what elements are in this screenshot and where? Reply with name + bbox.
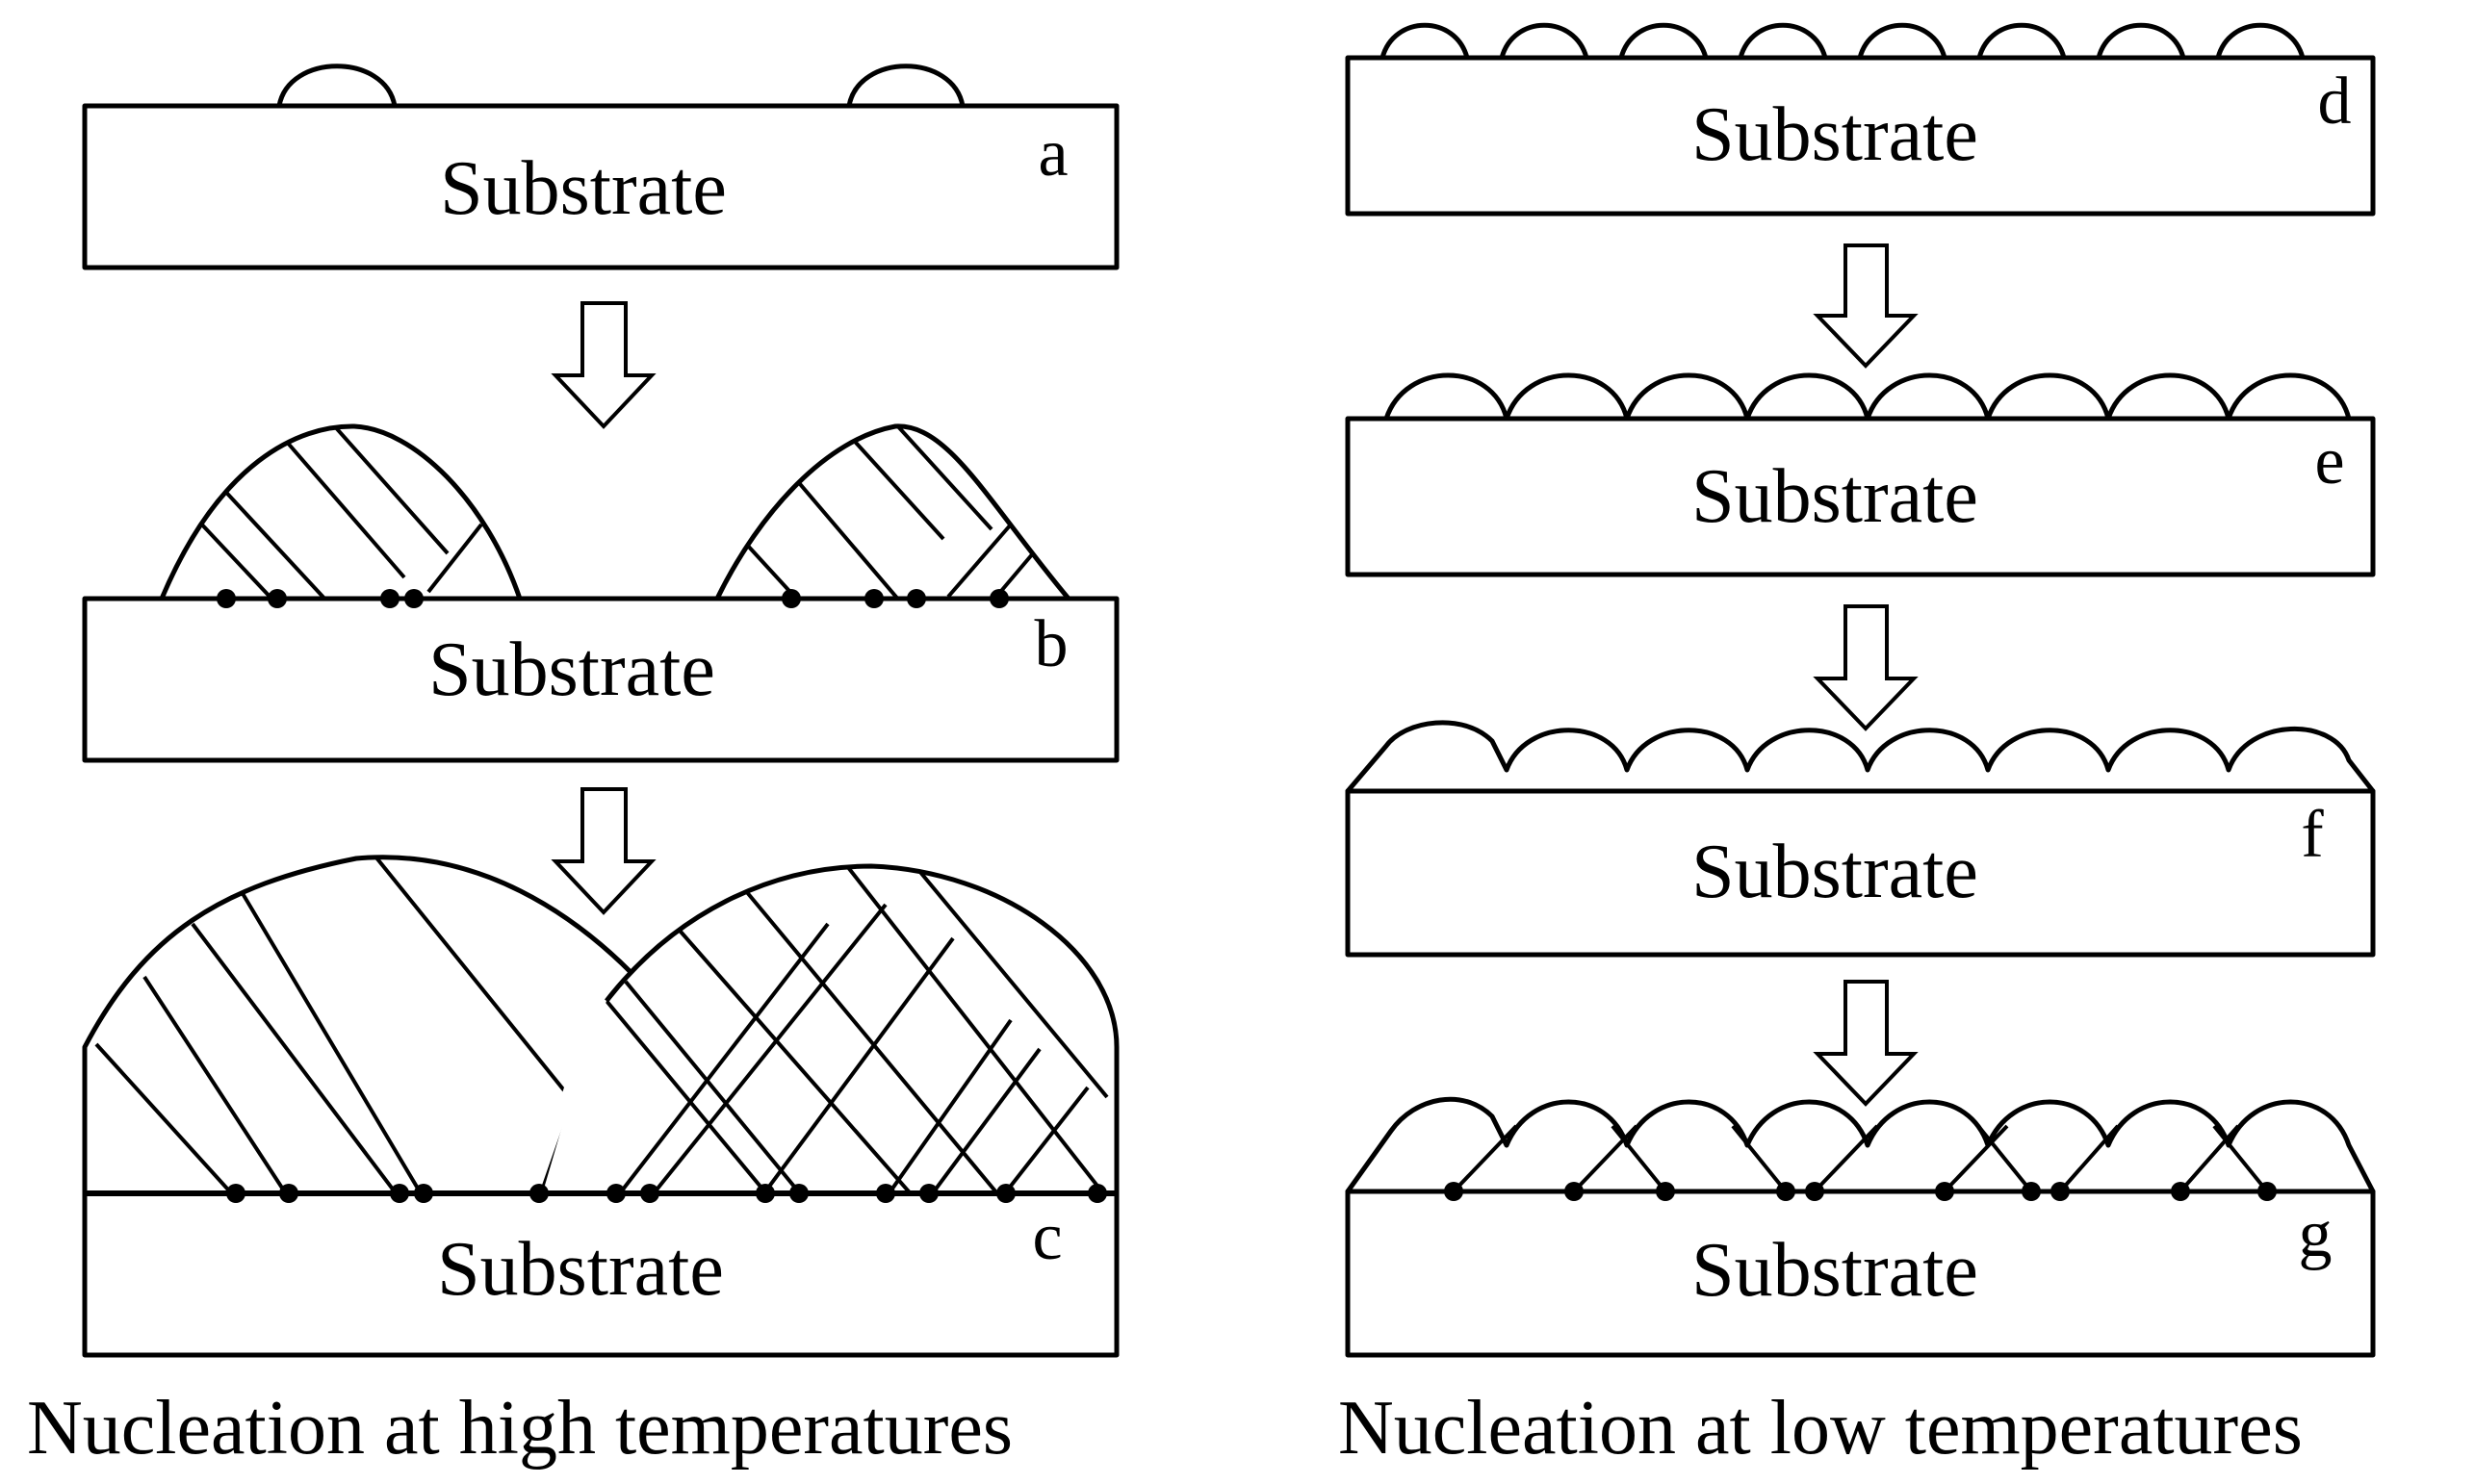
caption-low-temperature: Nucleation at low temperatures [1338, 1386, 2303, 1471]
substrate-label-f: Substrate [1691, 830, 1978, 914]
nuclei-row-e [1383, 372, 2352, 422]
substrate-c [82, 1190, 1120, 1358]
panel-letter-b: b [1035, 607, 1069, 681]
nucleation-sites-c [226, 1184, 1107, 1203]
panel-letter-c: c [1032, 1200, 1062, 1274]
grain-c-left [82, 855, 632, 1193]
caption-high-temperature: Nucleation at high temperatures [27, 1386, 1013, 1471]
film-surface-f [1345, 720, 2376, 794]
down-arrow-icon [551, 787, 657, 915]
panel-f: Substrate f [1345, 720, 2376, 958]
substrate-label-g: Substrate [1691, 1228, 1978, 1313]
panel-c: Substrate c [82, 855, 1120, 1358]
substrate-b [82, 596, 1120, 763]
panel-e: Substrate e [1345, 372, 2376, 577]
substrate-label-e: Substrate [1691, 454, 1978, 539]
panel-letter-a: a [1038, 116, 1068, 191]
panel-a: Substrate a [82, 64, 1120, 270]
grain-b1 [159, 423, 523, 601]
panel-letter-f: f [2301, 798, 2324, 872]
down-arrow-icon [1813, 243, 1919, 369]
substrate-g [1345, 1189, 2376, 1358]
nucleation-sites-b [217, 589, 1009, 608]
grain-boundaries-g [1452, 1124, 2269, 1193]
panel-b: Substrate b [82, 423, 1120, 763]
down-arrow-icon [1813, 604, 1919, 731]
substrate-label-c: Substrate [437, 1227, 724, 1312]
down-arrow-icon [1813, 980, 1919, 1107]
panel-g: Substrate g [1345, 1096, 2376, 1358]
nucleus-a2 [846, 64, 966, 109]
nucleation-sites-g [1444, 1182, 2277, 1201]
substrate-f [1345, 788, 2376, 958]
substrate-e [1345, 416, 2376, 577]
nucleus-a1 [276, 64, 398, 109]
substrate-label-a: Substrate [440, 146, 727, 231]
substrate-d [1345, 55, 2376, 217]
substrate-label-b: Substrate [428, 627, 715, 712]
substrate-label-d: Substrate [1691, 92, 1978, 177]
substrate-a [82, 103, 1120, 270]
panel-letter-g: g [2299, 1197, 2333, 1271]
down-arrow-icon [551, 301, 657, 429]
panel-letter-e: e [2314, 424, 2344, 499]
panel-letter-d: d [2318, 64, 2352, 139]
nuclei-row-d [1379, 22, 2306, 59]
panel-d: Substrate d [1345, 22, 2376, 217]
